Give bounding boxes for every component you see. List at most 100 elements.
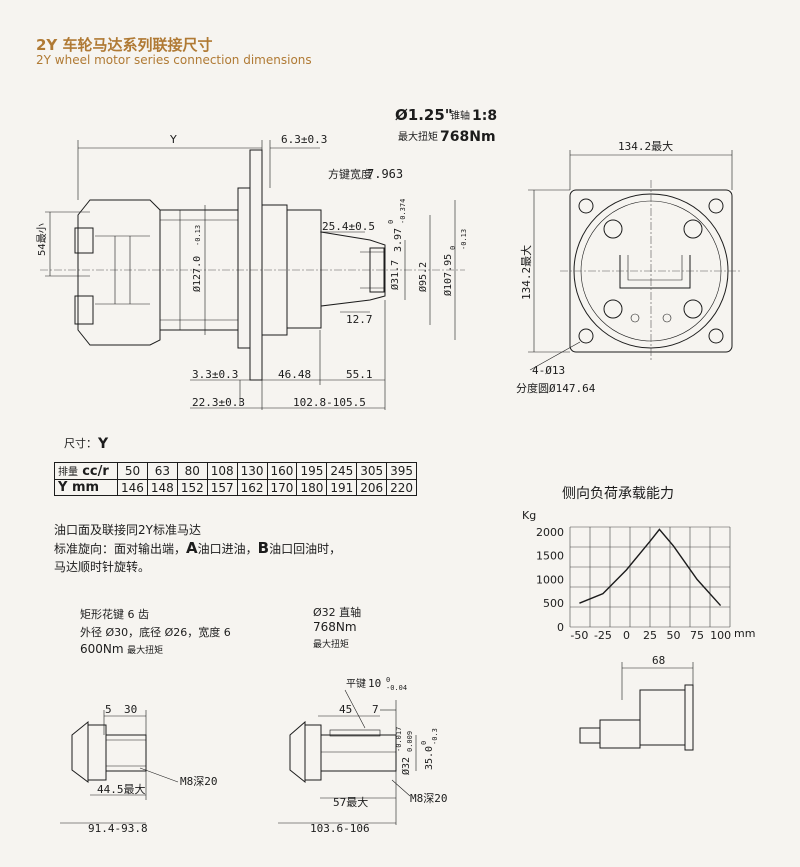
y-tick-label: 2000 [536,526,564,539]
straight-dim-35: 35.0 [424,746,435,770]
max-torque-label: 最大扭矩 [398,130,438,143]
y-tick-label: 1000 [536,573,564,586]
key-tol-dn: -0.04 [386,684,407,692]
disp-cell: 80 [176,462,208,480]
row1-label-cn: 排量 [58,467,78,478]
dim-3-97-tol-dn: -0.374 [399,199,407,224]
key-label: 平键 [346,677,366,690]
dim-3-3: 3.3±0.3 [192,368,238,381]
dim-22-3: 22.3±0.3 [192,396,245,409]
note-line-2a: 标准旋向：面对输出端， [54,542,187,556]
dim-12-7: 12.7 [346,313,373,326]
flange-front-view: 134.2最大 134.2最大 4-Ø13 分度圆Ø147.64 [516,139,742,395]
size-table: 排量 cc/r 50 63 80 108 130 160 195 245 305… [54,462,418,496]
disp-cell: 395 [386,462,418,480]
disp-cell: 195 [296,462,328,480]
page-subtitle: 2Y wheel motor series connection dimensi… [36,53,312,67]
dim-46-48: 46.48 [278,368,311,381]
spline-torque-label: 最大扭矩 [127,646,164,656]
size-title-label: 尺寸： [64,436,97,450]
y-cell: 152 [176,479,208,496]
straight-dim-7: 7 [372,703,379,716]
straight-line-2: 768Nm [313,620,357,634]
max-torque-value: 768Nm [440,129,496,145]
side-dim-68: 68 [652,654,665,667]
flange-dim-pcd: 分度圆Ø147.64 [516,381,596,395]
flange-dim-holes: 4-Ø13 [532,364,565,377]
dim-54: 54最小 [36,223,48,256]
spline-dim-m8: M8深20 [180,775,218,788]
dim-y: Y [169,133,177,146]
x-tick-label: 25 [643,629,657,642]
motor-side-view: Y 6.3±0.3 方键宽度 7.963 25.4±0.5 12.7 54最小 … [36,133,468,410]
x-tick-label: 50 [667,629,681,642]
key-width-value: 7.963 [367,167,403,181]
y-cell: 157 [206,479,238,496]
dim-25-4: 25.4±0.5 [322,220,375,233]
straight-dim-35-tol-up: 0 [420,741,428,745]
y-cell: 170 [266,479,298,496]
note-line-3: 马达顺时针旋转。 [54,560,151,574]
spline-dim-5: 5 [105,703,112,716]
disp-cell: 305 [356,462,388,480]
dim-102-8: 102.8-105.5 [293,396,366,409]
disp-cell: 63 [146,462,178,480]
straight-dim-32: Ø32 [400,757,412,775]
key-value: 10 [368,677,381,690]
straight-dim-32-tol-up: -0.017 [395,727,403,752]
straight-shaft-drawing: 平键 10 0 -0.04 45 7 Ø32 -0.017 0.009 35.0… [278,676,448,835]
straight-line-1: Ø32 直轴 [313,606,362,619]
y-cell: 191 [326,479,358,496]
dim-55-1: 55.1 [346,368,373,381]
x-tick-label: 100 [710,629,731,642]
row2-header: Y mm [54,479,118,496]
y-cell: 206 [356,479,388,496]
dim-127: Ø127.0 [191,256,203,292]
note-line-1: 油口面及联接同2Y标准马达 [54,523,201,537]
motor-small-side-view: 68 [579,654,694,751]
straight-dim-57: 57最大 [333,795,368,809]
taper-label: 锥轴 [450,109,470,122]
x-tick-label: 75 [690,629,704,642]
chart-title: 侧向负荷承载能力 [562,486,674,502]
x-tick-label: -25 [594,629,612,642]
dim-31-7: Ø31.7 [389,260,401,290]
y-tick-label: 0 [557,621,564,634]
straight-line-3: 最大扭矩 [313,640,350,650]
row1-label-unit: cc/r [82,464,109,479]
dim-3-97-tol-up: 0 [387,220,395,224]
x-tick-label: -50 [570,629,588,642]
flange-dim-height: 134.2最大 [519,245,533,300]
size-title-value: Y [97,436,109,452]
shaft-diameter: Ø1.25" [395,106,453,124]
straight-dim-m8: M8深20 [410,792,448,805]
dim-6-3: 6.3±0.3 [281,133,327,146]
dim-107-95: Ø107.95 [442,254,454,296]
disp-cell: 50 [117,462,148,480]
y-cell: 162 [236,479,268,496]
spline-dim-30: 30 [124,703,137,716]
spline-shaft-drawing: 5 30 M8深20 44.5最大 91.4-93.8 [60,703,218,835]
y-tick-label: 500 [543,597,564,610]
taper-ratio: 1:8 [472,108,497,124]
page-title: 2Y 车轮马达系列联接尺寸 [36,36,213,54]
key-width-label: 方键宽度 [328,167,372,181]
y-cell: 220 [386,479,418,496]
x-tick-label: 0 [623,629,630,642]
spline-dim-44-5: 44.5最大 [97,782,146,796]
port-b-label: B [257,539,270,557]
straight-dim-35-tol-dn: -0.3 [431,728,439,745]
chart-ylabel: Kg [522,509,536,522]
dim-107-95-tol-dn: -0.13 [460,229,468,250]
y-cell: 180 [296,479,328,496]
y-cell: 148 [146,479,178,496]
straight-dim-45: 45 [339,703,352,716]
y-tick-label: 1500 [536,550,564,563]
series-line [579,528,722,607]
dim-95-2: Ø95.2 [417,262,429,292]
straight-dim-103-6: 103.6-106 [310,822,370,835]
flange-dim-width: 134.2最大 [618,139,673,153]
table-row: Y mm 146 148 152 157 162 170 180 191 206… [54,479,418,496]
disp-cell: 130 [236,462,268,480]
row1-header: 排量 cc/r [54,462,118,480]
